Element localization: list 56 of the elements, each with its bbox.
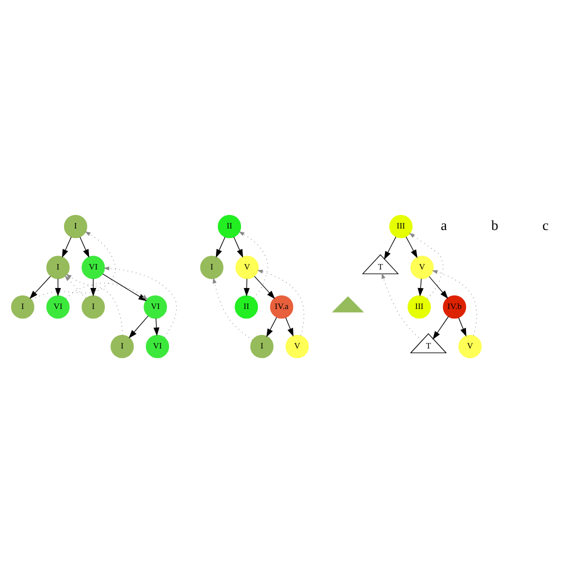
arrow [406,236,418,258]
arrow [212,277,253,340]
arrow [233,236,244,258]
node-circle: V [458,334,482,358]
arrow [62,236,72,258]
node-circle: IV.b [442,294,466,318]
arrow [153,317,160,336]
arrow [458,316,466,336]
node-circle: II [218,214,242,238]
arrow [90,278,96,296]
node-circle: III [408,294,431,318]
arrow [418,278,424,296]
arrow [257,269,304,336]
arrow [216,236,226,258]
arrow [104,266,177,338]
node-circle: I [110,334,134,358]
node-circle: V [235,255,259,279]
node-circle: I [46,255,70,279]
arrow [384,236,396,260]
arrow [80,236,90,258]
node-circle: VI [46,294,70,318]
arrow [254,275,276,298]
node-circle: II [234,294,258,318]
arrow [409,232,444,299]
arrow [128,315,148,338]
node-circle: IV.a [270,294,294,318]
arrow [64,274,86,298]
arrow [382,272,422,340]
arrow [432,316,449,340]
node-circle: V [286,334,309,358]
node-circle: I [64,214,88,238]
label: a [440,218,448,234]
arrow [428,276,448,298]
arrow [266,316,278,337]
node-circle: VI [144,294,167,318]
arrow [432,270,478,336]
arrow [285,316,294,336]
arrow [238,230,268,298]
label: c [542,218,549,234]
arrow [244,278,250,296]
arrow [65,282,148,300]
arrow [29,275,51,298]
node-circle: I [250,334,274,358]
node-circle: I [200,255,224,279]
node-circle: VI [146,334,170,358]
label: b [491,218,498,234]
node-triangle [332,296,364,312]
node-circle: I [82,294,105,318]
arrow [102,273,147,301]
arrow [31,230,116,300]
arrow [55,278,61,296]
arrow [66,273,123,336]
node-circle: I [11,294,34,318]
node-circle: III [389,214,413,238]
node-circle: VI [82,255,105,279]
node-circle: V [410,255,434,279]
